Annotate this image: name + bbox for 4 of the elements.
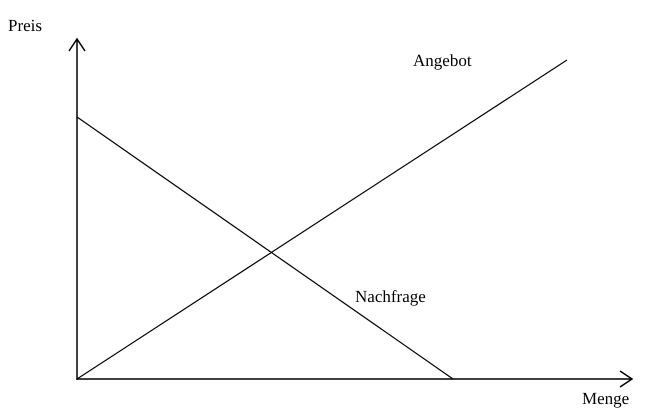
axis-label: Menge: [582, 389, 630, 409]
curve-label: Nachfrage: [355, 287, 426, 307]
axis-label: Preis: [8, 16, 42, 36]
curve-label: Angebot: [413, 51, 472, 71]
